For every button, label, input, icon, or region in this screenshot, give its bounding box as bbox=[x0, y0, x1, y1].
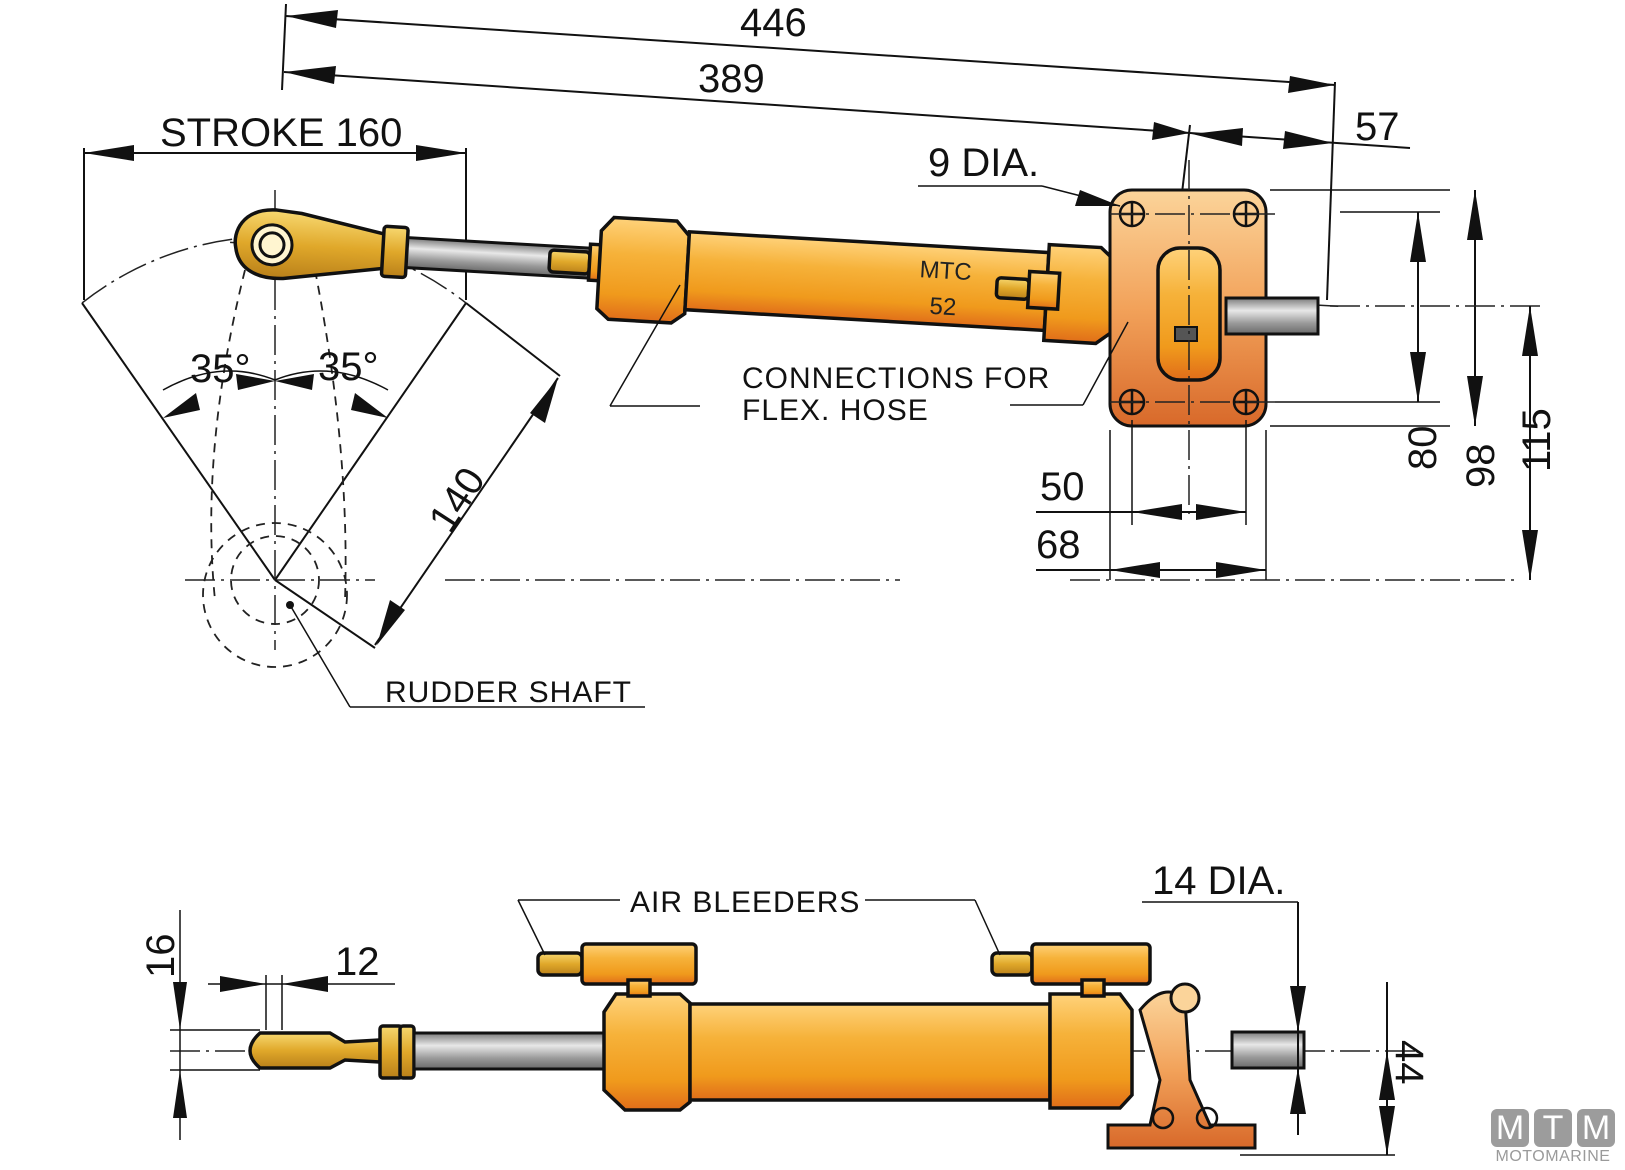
dim-12-label: 12 bbox=[335, 940, 380, 984]
bracket-pin bbox=[1224, 296, 1320, 336]
dimension-stroke: STROKE 160 bbox=[83, 111, 467, 300]
lock-nut bbox=[379, 224, 410, 280]
rod-dia-label: 14 DIA. bbox=[1152, 859, 1285, 903]
side-piston-rod bbox=[412, 1031, 606, 1071]
dim-68-label: 68 bbox=[1036, 523, 1081, 567]
dim-389-label: 389 bbox=[698, 57, 765, 101]
logo-letter-m1: M bbox=[1491, 1109, 1529, 1147]
mount-hole-callout: 9 DIA. bbox=[918, 141, 1121, 207]
dim-44-label: 44 bbox=[1387, 1040, 1431, 1085]
rod-and-height-dimensions: 14 DIA. 44 bbox=[1142, 859, 1431, 1156]
dim-115-label: 115 bbox=[1515, 408, 1559, 472]
dim-16-label: 16 bbox=[139, 934, 183, 979]
side-cylinder-barrel bbox=[688, 1002, 1052, 1102]
angle-right-label: 35° bbox=[318, 345, 379, 389]
flex-hose-callout: CONNECTIONS FOR FLEX. HOSE bbox=[609, 284, 1129, 427]
model-label-mtc: MTC bbox=[919, 256, 972, 286]
side-front-gland bbox=[602, 992, 692, 1112]
logo-letter-t: T bbox=[1534, 1109, 1572, 1147]
dim-446-label: 446 bbox=[740, 1, 807, 45]
flex-hose-label-line2: FLEX. HOSE bbox=[742, 394, 929, 427]
dim-80-label: 80 bbox=[1401, 426, 1445, 471]
dimension-overall-length: 446 bbox=[281, 1, 1336, 93]
side-view: AIR BLEEDERS 16 12 14 DIA. bbox=[139, 859, 1431, 1156]
mounting-bracket bbox=[1108, 160, 1320, 520]
cylinder-barrel bbox=[683, 229, 1051, 333]
rudder-shaft-callout: RUDDER SHAFT bbox=[286, 601, 645, 709]
mount-hole-dia-label: 9 DIA. bbox=[928, 141, 1039, 185]
logo-name: MOTOMARINE bbox=[1495, 1148, 1611, 1165]
side-bracket-pin bbox=[1230, 1030, 1306, 1070]
air-bleeders-callout: AIR BLEEDERS bbox=[517, 886, 1001, 956]
dim-140-label: 140 bbox=[421, 460, 494, 540]
model-label-52: 52 bbox=[929, 293, 957, 321]
air-bleeder-rear bbox=[990, 942, 1152, 998]
dimension-rod-extension: 57 bbox=[1179, 81, 1411, 301]
dim-98-label: 98 bbox=[1459, 444, 1503, 489]
air-bleeders-label: AIR BLEEDERS bbox=[630, 886, 860, 919]
top-view: 446 389 57 STROKE 160 bbox=[81, 1, 1559, 709]
eye-dimensions: 16 12 bbox=[139, 910, 395, 1140]
side-rod-eye bbox=[248, 1031, 382, 1070]
front-gland bbox=[595, 215, 692, 325]
rudder-shaft-label: RUDDER SHAFT bbox=[385, 676, 632, 709]
flex-hose-label-line1: CONNECTIONS FOR bbox=[742, 362, 1050, 395]
bracket-width-dimensions: 50 68 bbox=[1036, 420, 1267, 580]
dim-57-label: 57 bbox=[1355, 105, 1400, 149]
dimension-mount-to-eye: 389 bbox=[283, 57, 1191, 140]
dim-50-label: 50 bbox=[1040, 465, 1085, 509]
dim-stroke-label: STROKE 160 bbox=[160, 111, 402, 155]
air-bleeder-front bbox=[536, 942, 698, 998]
motomarine-logo: M T M MOTOMARINE bbox=[1487, 1109, 1619, 1166]
angle-left-label: 35° bbox=[190, 347, 251, 391]
logo-letter-m2: M bbox=[1577, 1109, 1615, 1147]
bracket-height-dimensions: 80 98 115 bbox=[1270, 189, 1559, 580]
side-rear-gland bbox=[1048, 992, 1134, 1110]
